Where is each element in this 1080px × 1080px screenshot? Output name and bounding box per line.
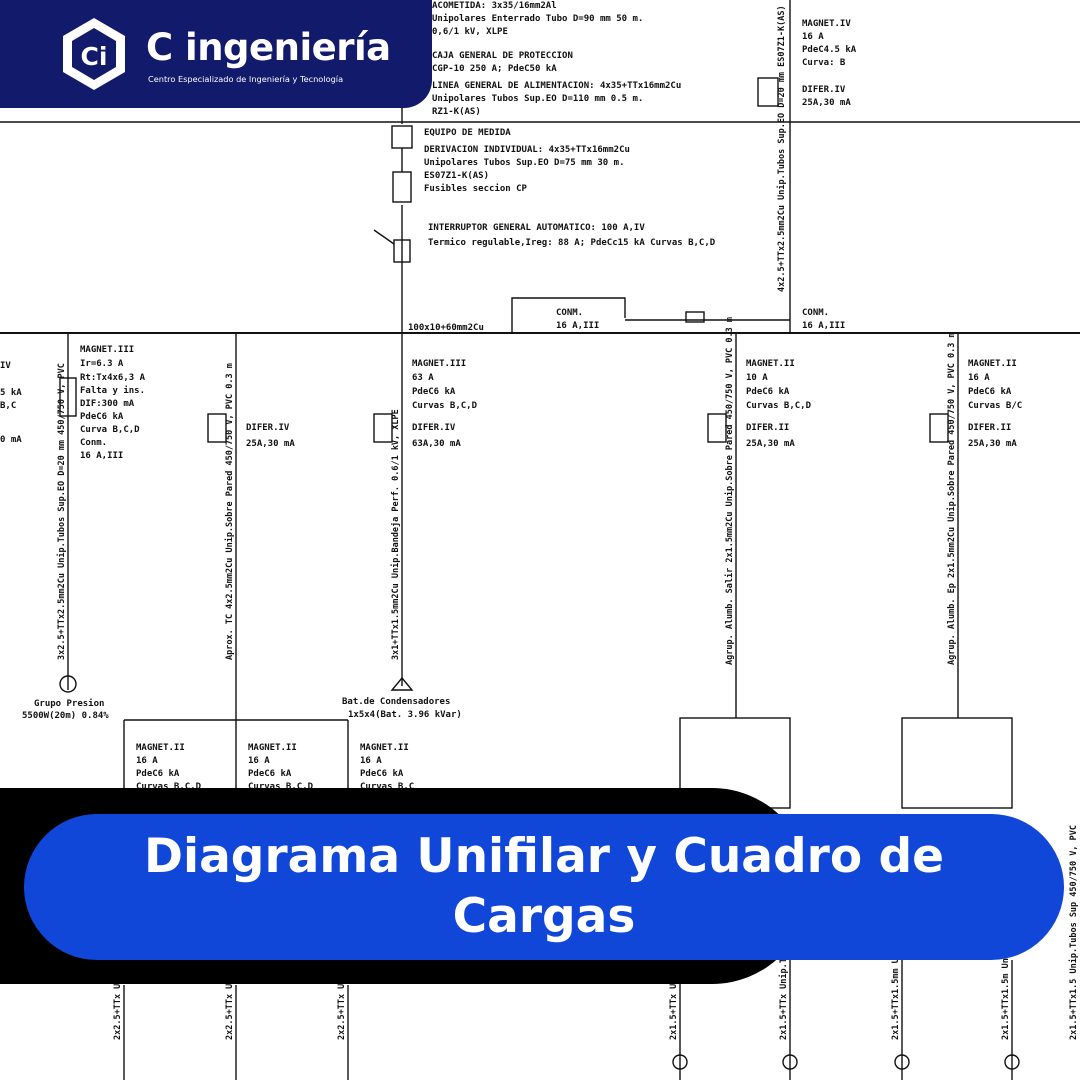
branch-3-text: MAGNET.III 63 A PdeC6 kA Curvas B,C,D DI…	[412, 359, 482, 449]
branch-3-cable: 3x1+TTx1.5mm2Cu Unip.Bandeja Perf. 0.6/1…	[390, 409, 401, 660]
sub-breaker-1-text: MAGNET.II 16 A PdeC6 kA Curvas B,C,D	[136, 743, 202, 792]
conm-right-label: CONM. 16 A,III	[802, 308, 845, 331]
sub-panel-box-2	[901, 717, 1013, 809]
brand-banner: Ci C ingeniería Centro Especializado de …	[0, 0, 432, 108]
sub-breaker-3-text: MAGNET.II 16 A PdeC6 kA Curvas B,C	[360, 743, 414, 792]
branch-1-text: MAGNET.III Ir=6.3 A Rt:Tx4x6,3 A Falta y…	[80, 345, 150, 461]
main-breaker-symbol	[393, 239, 411, 263]
bottom-cable-8: 2x1.5+TTx1.5 Unip.Tubos Sup 450/750 V, P…	[1068, 825, 1079, 1040]
title-banner: Diagrama Unifilar y Cuadro de Cargas	[24, 814, 1064, 960]
brand-name: C ingeniería	[146, 26, 391, 69]
branch-1-load: Grupo Presion 5500W(20m) 0.84%	[22, 698, 110, 721]
top-block-text: ACOMETIDA: 3x35/16mm2Al Unipolares Enter…	[432, 1, 687, 117]
branch-5-text: MAGNET.II 16 A PdeC6 kA Curvas B/C DIFER…	[968, 359, 1028, 449]
capacitor-symbol	[390, 676, 414, 691]
meter-symbol	[391, 125, 413, 149]
top-right-device-text: MAGNET.IV 16 A PdeC4.5 kA Curva: B DIFER…	[802, 19, 862, 108]
branch-3-diff	[373, 413, 393, 443]
sub-breaker-2-text: MAGNET.II 16 A PdeC6 kA Curvas B,C,D	[248, 743, 314, 792]
brand-subtitle: Centro Especializado de Ingeniería y Tec…	[148, 74, 344, 84]
fuse-symbol	[392, 171, 412, 203]
main-breaker-text: INTERRUPTOR GENERAL AUTOMATICO: 100 A,IV…	[428, 223, 716, 248]
branch-4-text: MAGNET.II 10 A PdeC6 kA Curvas B,C,D DIF…	[746, 359, 816, 449]
branch-4-diff	[707, 413, 727, 443]
top-right-cable-label: 4x2.5+TTx2.5mm2Cu Unip.Tubos Sup.EO D=20…	[776, 5, 787, 292]
logo-letters: Ci	[81, 42, 108, 71]
top-right-diff-symbol	[757, 77, 779, 107]
conm-left-label: CONM. 16 A,III	[556, 308, 599, 331]
conm-relay-symbol	[685, 311, 705, 323]
lamp-symbol	[894, 1054, 910, 1070]
lamp-symbol	[782, 1054, 798, 1070]
motor-symbol	[59, 675, 77, 693]
measure-block-text: EQUIPO DE MEDIDA DERIVACION INDIVIDUAL: …	[424, 128, 635, 194]
left-edge-text: IV 5 kA B,C 0 mA	[0, 361, 27, 445]
conm-link	[511, 297, 626, 333]
main-breaker-arm	[373, 229, 395, 245]
brand-logo-icon: Ci	[63, 18, 125, 90]
branch-5-diff	[929, 413, 949, 443]
branch-2-diff	[207, 413, 227, 443]
busbar-label: 100x10+60mm2Cu	[408, 323, 484, 333]
branch-5-cable: Agrup. Alumb. Ep 2x1.5mm2Cu Unip.Sobre P…	[946, 332, 957, 665]
branch-3-load: Bat.de Condensadores 1x5x4(Bat. 3.96 kVa…	[342, 697, 462, 720]
branch-1-breaker	[59, 377, 77, 417]
branch-4-cable: Agrup. Alumb. Salir 2x1.5mm2Cu Unip.Sobr…	[724, 317, 735, 665]
lamp-symbol	[672, 1054, 688, 1070]
branch-2-cable: Aprox. TC 4x2.5mm2Cu Unip.Sobre Pared 45…	[224, 363, 235, 660]
lamp-symbol	[1004, 1054, 1020, 1070]
page-title: Diagrama Unifilar y Cuadro de Cargas	[143, 829, 945, 944]
branch-2-text: DIFER.IV 25A,30 mA	[246, 423, 295, 449]
branch-1-cable: 3x2.5+TTx2.5mm2Cu Unip.Tubos Sup.EO D=20…	[56, 363, 67, 660]
